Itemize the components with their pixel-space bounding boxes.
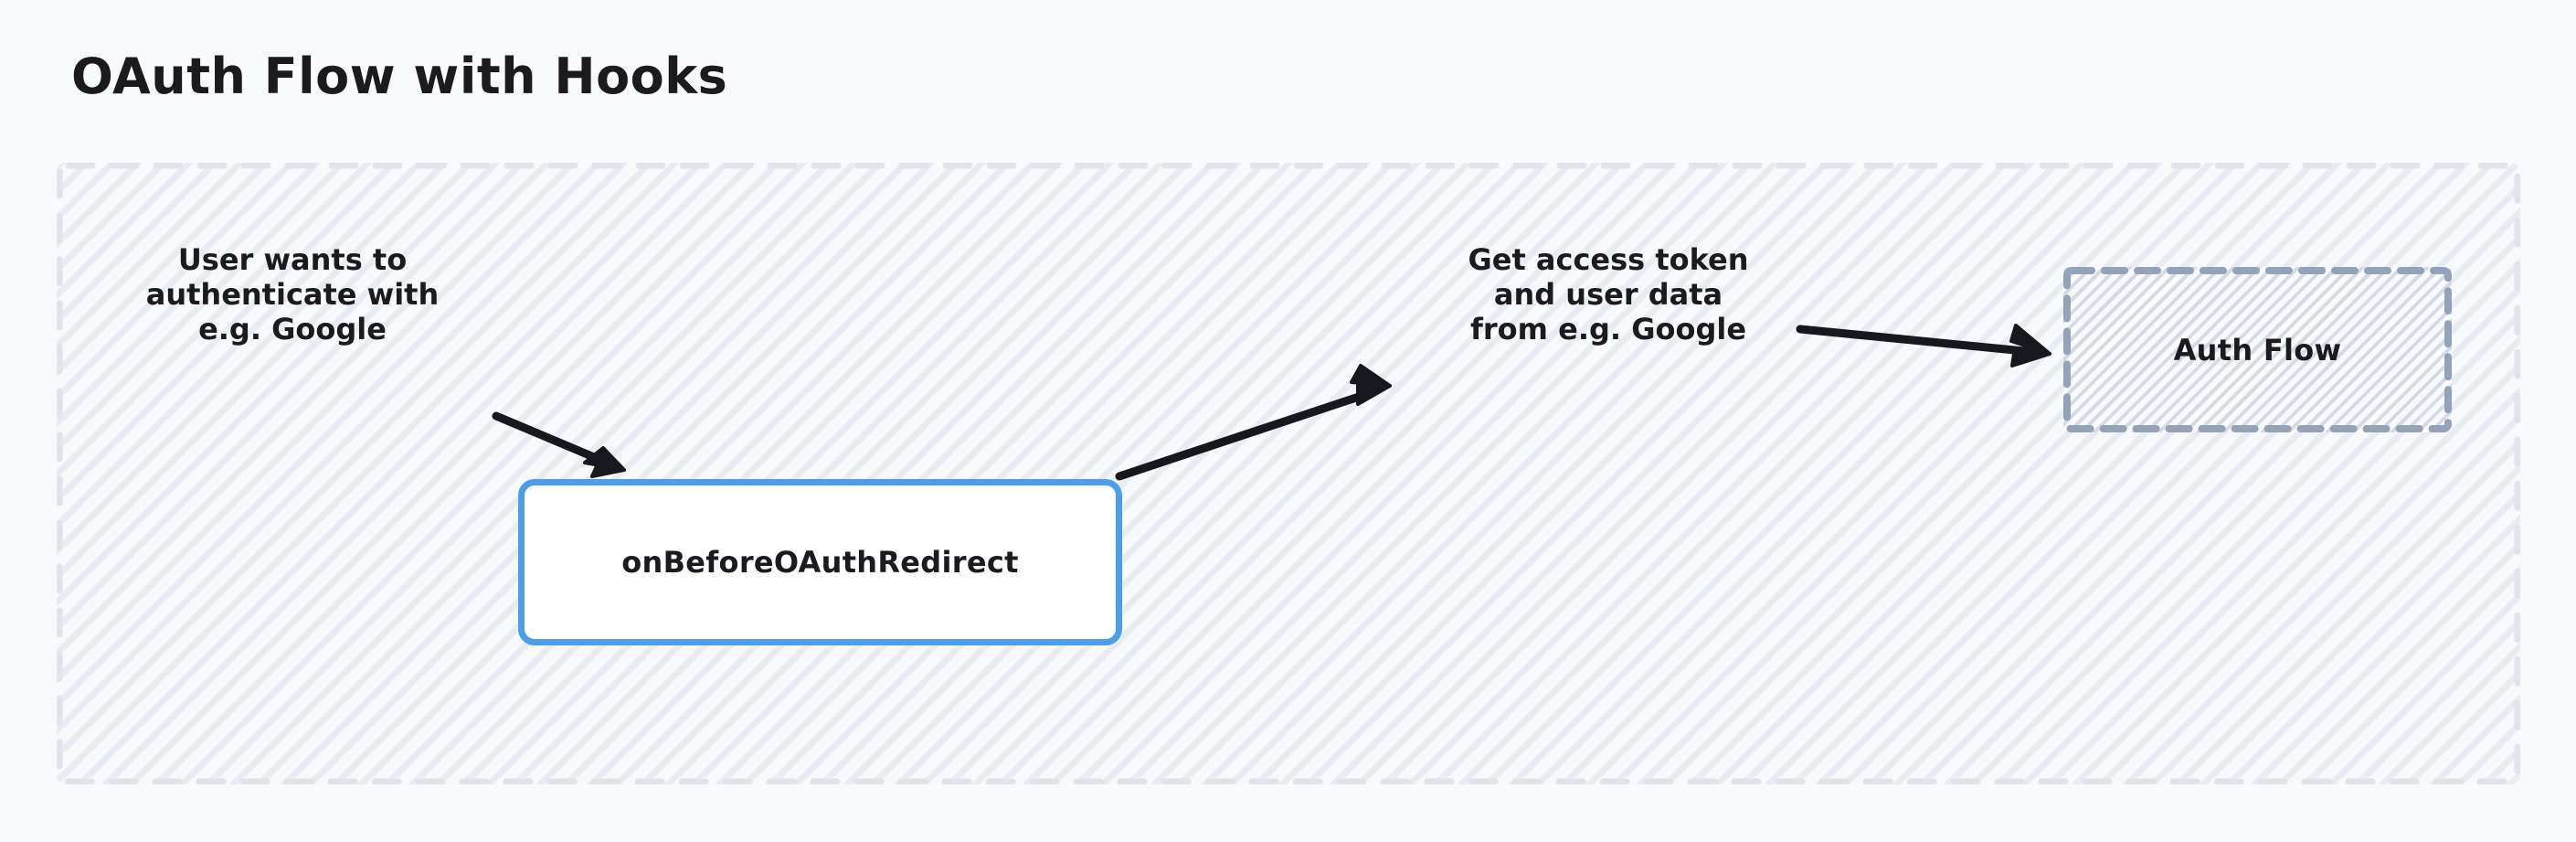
flow-group-container: User wants to authenticate with e.g. Goo… [57,163,2520,784]
label-user-authenticate-request: User wants to authenticate with e.g. Goo… [145,242,440,346]
node-hook-label: onBeforeOAuthRedirect [621,545,1019,580]
node-auth-flow[interactable]: Auth Flow [2063,267,2452,432]
label-get-access-token: Get access token and user data from e.g.… [1468,242,1749,346]
node-on-before-oauth-redirect[interactable]: onBeforeOAuthRedirect [518,479,1122,645]
node-auth-flow-label: Auth Flow [2173,332,2342,368]
page-title: OAuth Flow with Hooks [71,48,728,105]
